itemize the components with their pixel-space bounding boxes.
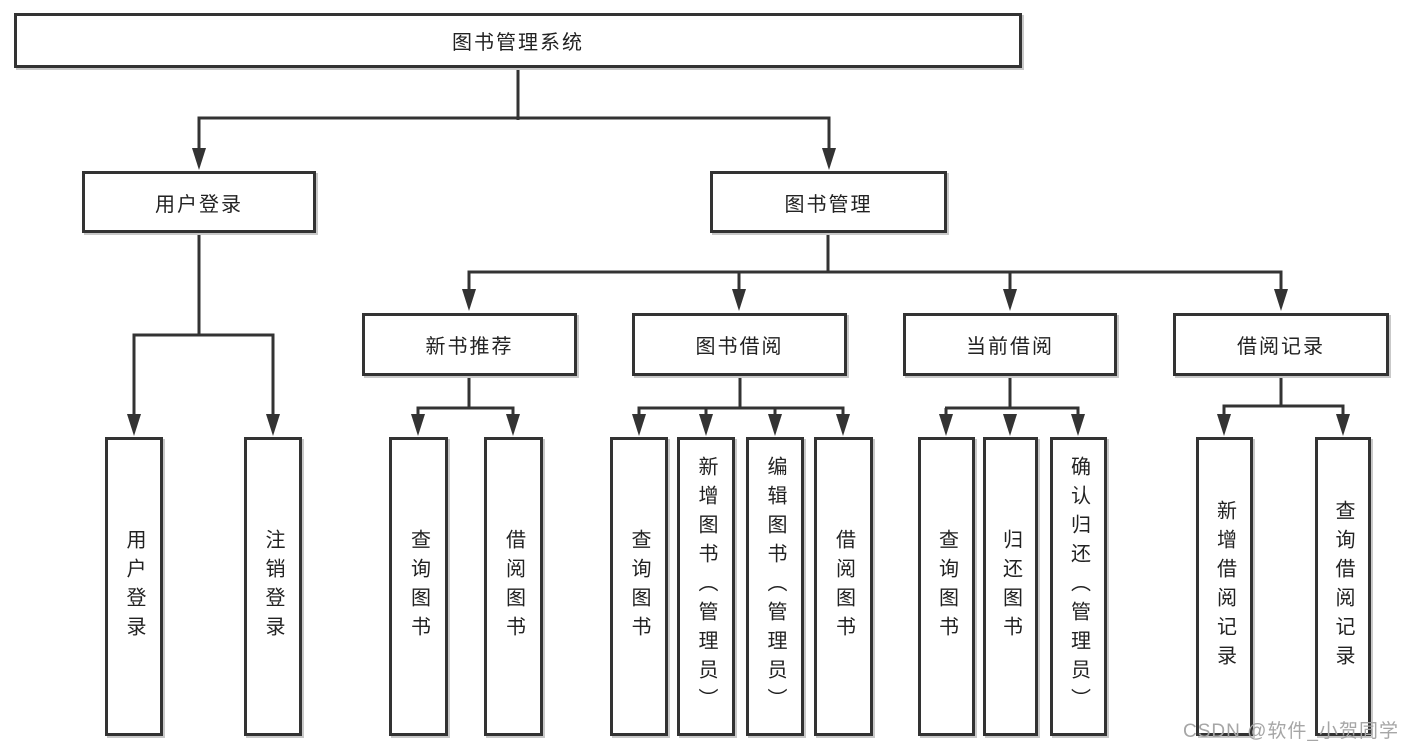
csdn-watermark: CSDN @软件_小贺同学	[1183, 721, 1399, 742]
leaf-logout: 注销登录	[244, 437, 302, 736]
leaf-query-book-2: 查询图书	[610, 437, 668, 736]
node-new-book-recommend: 新书推荐	[362, 313, 577, 376]
node-user-login: 用户登录	[82, 171, 316, 233]
leaf-return-book: 归还图书	[983, 437, 1038, 736]
leaf-query-borrow-record: 查询借阅记录	[1315, 437, 1371, 736]
node-root-system: 图书管理系统	[14, 13, 1022, 68]
leaf-borrow-book-2: 借阅图书	[814, 437, 873, 736]
leaf-borrow-book-1: 借阅图书	[484, 437, 543, 736]
leaf-add-book-admin: 新增图书（管理员）	[677, 437, 735, 736]
node-book-borrow: 图书借阅	[632, 313, 847, 376]
leaf-edit-book-admin: 编辑图书（管理员）	[746, 437, 804, 736]
arrowheads	[127, 148, 1350, 436]
node-current-borrow: 当前借阅	[903, 313, 1117, 376]
leaf-query-book-3: 查询图书	[918, 437, 975, 736]
leaf-user-login: 用户登录	[105, 437, 163, 736]
leaf-add-borrow-record: 新增借阅记录	[1196, 437, 1253, 736]
node-book-management: 图书管理	[710, 171, 947, 233]
leaf-confirm-return-admin: 确认归还（管理员）	[1050, 437, 1107, 736]
leaf-query-book-1: 查询图书	[389, 437, 448, 736]
node-borrow-record: 借阅记录	[1173, 313, 1389, 376]
